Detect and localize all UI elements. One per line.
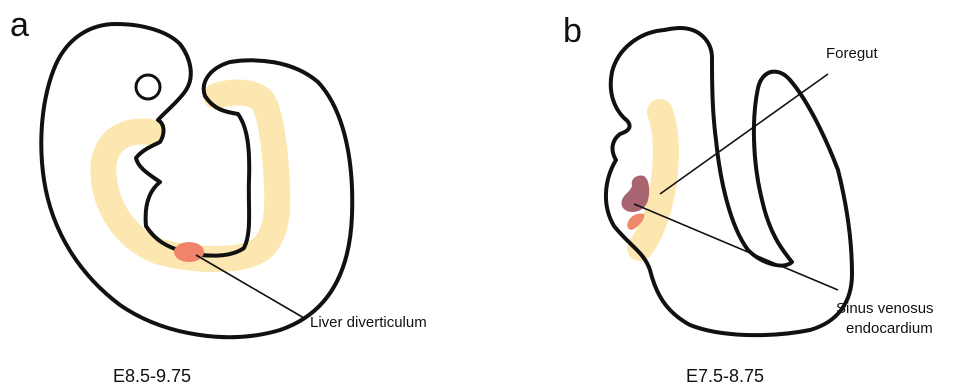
panel-a-endoderm [103, 93, 277, 260]
sinus-venosus-label: Sinus venosus [836, 300, 934, 317]
panel-a-embryo-outline [41, 24, 352, 337]
liver-diverticulum-mark [174, 242, 204, 262]
foregut-mark [621, 175, 649, 212]
panel-b: b Foregut Sinus venosus endocardium E7.5… [563, 12, 934, 386]
panel-a-letter: a [10, 6, 29, 44]
foregut-label: Foregut [826, 45, 879, 62]
endocardium-label: endocardium [846, 320, 933, 337]
sinus-venosus-leader [634, 204, 838, 290]
foregut-leader [660, 74, 828, 194]
panel-b-stage: E7.5-8.75 [686, 366, 764, 386]
panel-a: a Liver diverticulum E8.5-9.75 [10, 6, 427, 386]
panel-b-letter: b [563, 12, 582, 50]
liver-diverticulum-label: Liver diverticulum [310, 314, 427, 331]
panel-a-circle-marker [136, 75, 160, 99]
panel-a-stage: E8.5-9.75 [113, 366, 191, 386]
